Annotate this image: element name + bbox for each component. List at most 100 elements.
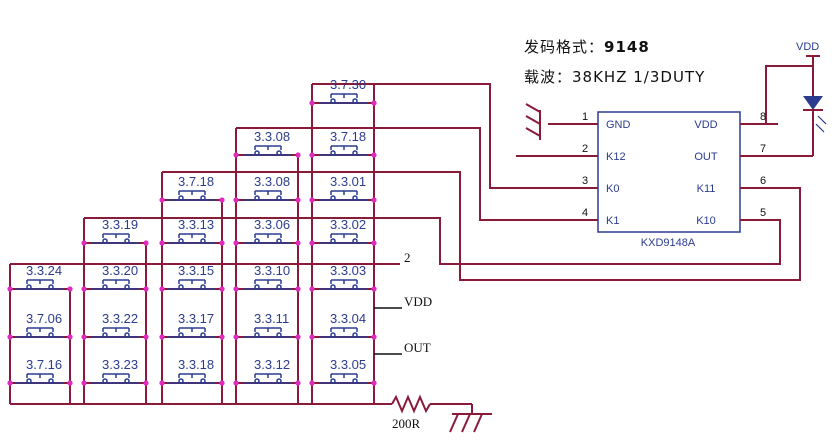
junction-dot xyxy=(67,286,73,292)
junction-dot xyxy=(309,100,315,106)
key-switch: 3.3.01 xyxy=(320,174,368,201)
junction-dot xyxy=(309,380,315,386)
net-vdd-led xyxy=(765,65,813,125)
junction-dot xyxy=(7,334,13,340)
junction-dot xyxy=(159,240,165,246)
key-switch-label: 3.3.05 xyxy=(330,357,366,372)
junction-dot xyxy=(309,240,315,246)
chip-ground-symbol xyxy=(525,103,541,140)
key-switch-label: 3.3.24 xyxy=(26,263,62,278)
junction-dot xyxy=(81,334,87,340)
junction-dot xyxy=(233,240,239,246)
key-switch: 3.3.02 xyxy=(320,217,368,244)
junction-dot xyxy=(219,197,225,203)
chip-body xyxy=(597,111,741,233)
key-switch: 3.7.30 xyxy=(320,77,368,104)
pin-number: 1 xyxy=(582,111,588,123)
key-switch: 3.3.23 xyxy=(92,357,140,384)
junction-dot xyxy=(67,380,73,386)
pin-number: 6 xyxy=(760,175,766,187)
junction-dot xyxy=(295,334,301,340)
junction-dot xyxy=(371,152,377,158)
junction-dot xyxy=(233,380,239,386)
junction-dot xyxy=(309,152,315,158)
key-switch: 3.3.19 xyxy=(92,217,140,244)
pin-name: GND xyxy=(606,119,631,131)
net-k0 xyxy=(312,83,598,189)
junction-dot xyxy=(233,152,239,158)
key-switch: 3.3.08 xyxy=(244,129,292,156)
key-switch: 3.3.24 xyxy=(16,263,64,290)
key-switch-label: 3.7.18 xyxy=(330,129,366,144)
key-switch: 3.3.08 xyxy=(244,174,292,201)
net-label-vdd: VDD xyxy=(404,294,432,309)
key-switch-label: 3.3.02 xyxy=(330,217,366,232)
key-switch-label: 3.3.20 xyxy=(102,263,138,278)
junction-dot xyxy=(7,380,13,386)
chip-name: KXD9148A xyxy=(641,237,696,249)
led-vdd-label: VDD xyxy=(796,41,819,53)
junction-dot xyxy=(159,197,165,203)
key-switch-label: 3.3.01 xyxy=(330,174,366,189)
junction-dot xyxy=(7,286,13,292)
junction-dot xyxy=(143,240,149,246)
junction-dot xyxy=(295,286,301,292)
junction-dot xyxy=(219,286,225,292)
junction-dot xyxy=(233,197,239,203)
key-switch: 3.3.06 xyxy=(244,217,292,244)
junction-dot xyxy=(219,240,225,246)
junction-dot xyxy=(159,334,165,340)
key-switch: 3.7.06 xyxy=(16,311,64,338)
format-value: 9148 xyxy=(604,38,650,56)
net-label-2: 2 xyxy=(404,250,411,265)
pin-name: K11 xyxy=(697,183,716,195)
key-switch: 3.7.18 xyxy=(320,129,368,156)
key-switch: 3.3.10 xyxy=(244,263,292,290)
key-switch-label: 3.3.12 xyxy=(254,357,290,372)
junction-dot xyxy=(309,334,315,340)
switches: 3.3.243.7.063.7.163.3.193.3.203.3.223.3.… xyxy=(16,77,368,384)
pin-name: K12 xyxy=(606,151,626,163)
key-switch-label: 3.3.08 xyxy=(254,174,290,189)
junction-dot xyxy=(159,286,165,292)
key-switch: 3.3.03 xyxy=(320,263,368,290)
junction-dot xyxy=(295,380,301,386)
junction-dot xyxy=(233,286,239,292)
junction-dot xyxy=(143,380,149,386)
net-k11 xyxy=(162,171,801,281)
junction-dot xyxy=(309,286,315,292)
pin-name: K1 xyxy=(606,215,619,227)
key-switch-label: 3.7.18 xyxy=(178,174,214,189)
key-switch: 3.3.15 xyxy=(168,263,216,290)
junctions xyxy=(7,100,377,386)
key-switch: 3.3.05 xyxy=(320,357,368,384)
junction-dot xyxy=(81,286,87,292)
key-switch-label: 3.3.19 xyxy=(102,217,138,232)
pin-number: 4 xyxy=(582,207,588,219)
net-label-out: OUT xyxy=(404,340,431,355)
resistor-label: 200R xyxy=(392,416,421,431)
junction-dot xyxy=(371,100,377,106)
net-k1 xyxy=(236,127,598,221)
ground-symbol xyxy=(449,404,492,433)
junction-dot xyxy=(143,286,149,292)
junction-dot xyxy=(219,334,225,340)
junction-dot xyxy=(143,334,149,340)
junction-dot xyxy=(219,380,225,386)
key-switch-label: 3.3.18 xyxy=(178,357,214,372)
key-switch-label: 3.3.11 xyxy=(254,311,289,326)
junction-dot xyxy=(371,197,377,203)
key-switch-label: 3.3.06 xyxy=(254,217,290,232)
key-switch: 3.3.04 xyxy=(320,311,368,338)
junction-dot xyxy=(371,334,377,340)
junction-dot xyxy=(67,334,73,340)
junction-dot xyxy=(159,380,165,386)
key-switch-label: 3.3.17 xyxy=(178,311,214,326)
key-switch-label: 3.7.30 xyxy=(330,77,366,92)
pin-name: K0 xyxy=(606,183,619,195)
key-switch-label: 3.3.15 xyxy=(178,263,214,278)
key-switch-label: 3.3.10 xyxy=(254,263,290,278)
key-switch: 3.7.18 xyxy=(168,174,216,201)
junction-dot xyxy=(371,240,377,246)
